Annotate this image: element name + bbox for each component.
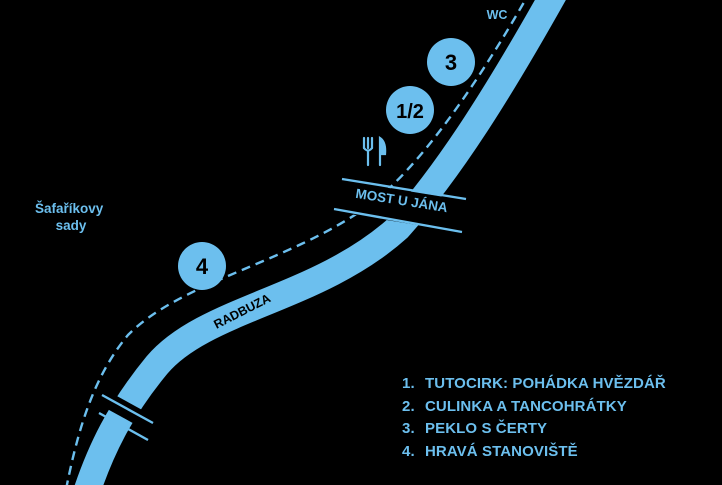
- legend-item-label: CULINKA A TANCOHRÁTKY: [425, 397, 627, 415]
- park-label-line-1: Šafaříkovy: [35, 201, 104, 216]
- wc-label: WC: [487, 8, 508, 22]
- walking-path: [65, 0, 527, 485]
- marker-1-2-label: 1/2: [396, 101, 424, 123]
- legend-item-label: PEKLO S ČERTY: [425, 420, 548, 437]
- program-legend: 1. TUTOCIRK: POHÁDKA HVĚZDÁŘ 2. CULINKA …: [402, 373, 666, 463]
- legend-item-number: 3.: [402, 420, 415, 437]
- fork-knife-icon: [362, 135, 387, 167]
- legend-item-label: TUTOCIRK: POHÁDKA HVĚZDÁŘ: [425, 375, 666, 392]
- marker-3[interactable]: 3: [427, 38, 475, 86]
- legend-item-3: 3. PEKLO S ČERTY: [402, 418, 666, 441]
- park-label-line-2: sady: [56, 218, 87, 233]
- park-label: Šafaříkovy sady: [35, 201, 107, 233]
- legend-item-number: 1.: [402, 375, 415, 392]
- legend-item-number: 2.: [402, 397, 415, 415]
- marker-4[interactable]: 4: [178, 242, 226, 290]
- legend-item-number: 4.: [402, 442, 415, 460]
- legend-item-label: HRAVÁ STANOVIŠTĚ: [425, 442, 578, 460]
- marker-3-label: 3: [445, 50, 457, 75]
- lower-bridge: [98, 389, 157, 442]
- legend-item-2: 2. CULINKA A TANCOHRÁTKY: [402, 396, 666, 419]
- legend-item-4: 4. HRAVÁ STANOVIŠTĚ: [402, 441, 666, 464]
- marker-1-2[interactable]: 1/2: [386, 86, 434, 134]
- marker-4-label: 4: [196, 254, 209, 279]
- legend-item-1: 1. TUTOCIRK: POHÁDKA HVĚZDÁŘ: [402, 373, 666, 396]
